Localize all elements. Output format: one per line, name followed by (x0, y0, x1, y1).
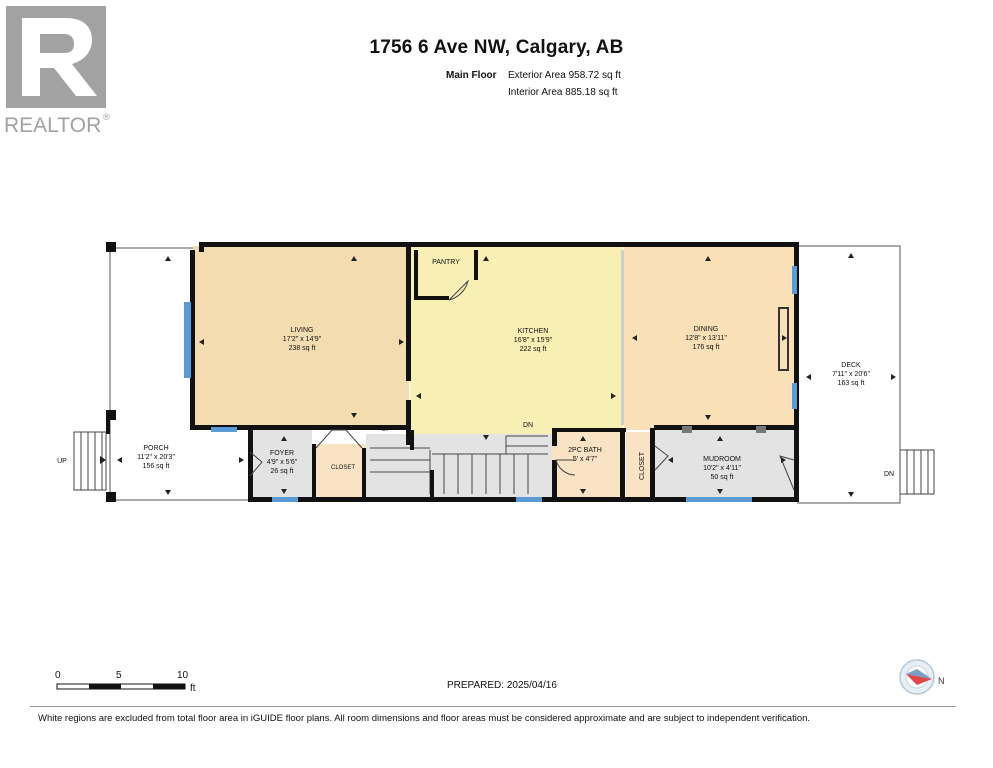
deck-steps (899, 449, 935, 495)
mudroom-vent-left (682, 426, 692, 433)
stairs-down-label: DN (523, 422, 533, 429)
kitchen-dining-divider (621, 250, 624, 425)
scale-label-5: 5 (116, 670, 122, 681)
deck-dims: 7'11" x 20'6" (832, 371, 870, 378)
bath-fill (552, 430, 622, 500)
deck-steps-label: DN (884, 471, 894, 478)
mudroom-dims: 10'2" x 4'11" (703, 465, 741, 472)
mudroom-vent-right (756, 426, 766, 433)
registered-mark: ® (103, 112, 110, 122)
stairwell-fill (366, 434, 552, 500)
living-label: LIVING (291, 327, 314, 334)
dining-area: 176 sq ft (693, 344, 720, 351)
dining-dims: 12'8" x 13'11" (685, 335, 727, 342)
interior-area: Interior Area 885.18 sq ft (508, 87, 618, 98)
porch-steps (73, 431, 107, 491)
mudroom-label: MUDROOM (703, 456, 741, 463)
foyer-dims: 4'9" x 5'6" (267, 459, 298, 466)
back-closet-label: CLOSET (639, 451, 646, 480)
foyer-fill (250, 430, 312, 500)
kitchen-dims: 16'8" x 15'9" (514, 337, 553, 344)
bath-label: 2PC BATH (568, 447, 602, 454)
compass-icon: N (899, 659, 945, 695)
pantry-label: PANTRY (432, 259, 460, 266)
property-address: 1756 6 Ave NW, Calgary, AB (369, 37, 624, 58)
exterior-area: Exterior Area 958.72 sq ft (508, 70, 621, 81)
pantry-fill (415, 250, 477, 302)
prepared-date: PREPARED: 2025/04/16 (447, 680, 557, 691)
dimension-ticks (100, 253, 896, 497)
mudroom-area: 50 sq ft (711, 474, 734, 481)
porch-steps-label: UP (57, 458, 67, 465)
realtor-wordmark: REALTOR (4, 114, 101, 136)
footer-divider (30, 706, 956, 707)
bath-dims: 5' x 4'7" (573, 456, 598, 463)
porch-label: PORCH (143, 445, 168, 452)
scale-bar (56, 683, 186, 690)
dining-built-in (778, 307, 789, 371)
windows (184, 266, 797, 502)
realtor-logo: REALTOR ® (4, 6, 110, 136)
deck-outline (797, 245, 901, 504)
front-closet-fill (312, 444, 366, 500)
deck-area: 163 sq ft (838, 380, 865, 387)
kitchen-area: 222 sq ft (520, 346, 547, 353)
porch-dims: 11'2" x 20'3" (137, 454, 175, 461)
kitchen-label: KITCHEN (518, 328, 549, 335)
scale-label-0: 0 (55, 670, 61, 681)
door-swings (249, 279, 795, 491)
foyer-area: 26 sq ft (271, 468, 294, 475)
compass-north-label: N (938, 676, 945, 686)
scale-label-10: 10 (177, 670, 189, 681)
back-closet-fill (626, 432, 654, 500)
living-dims: 17'2" x 14'9" (283, 336, 322, 343)
scale-unit: ft (190, 683, 196, 694)
porch-area: 156 sq ft (143, 463, 170, 470)
front-closet-label: CLOSET (331, 465, 355, 471)
floor-label: Main Floor (446, 70, 497, 81)
dining-room-fill (624, 246, 795, 430)
living-area: 238 sq ft (289, 345, 316, 352)
dining-label: DINING (694, 326, 719, 333)
mudroom-fill (654, 430, 795, 500)
deck-label: DECK (841, 362, 861, 369)
foyer-label: FOYER (270, 450, 294, 457)
stairs-up-label: UP (381, 426, 391, 433)
footnote: White regions are excluded from total fl… (38, 713, 811, 724)
living-room-fill (193, 246, 409, 430)
